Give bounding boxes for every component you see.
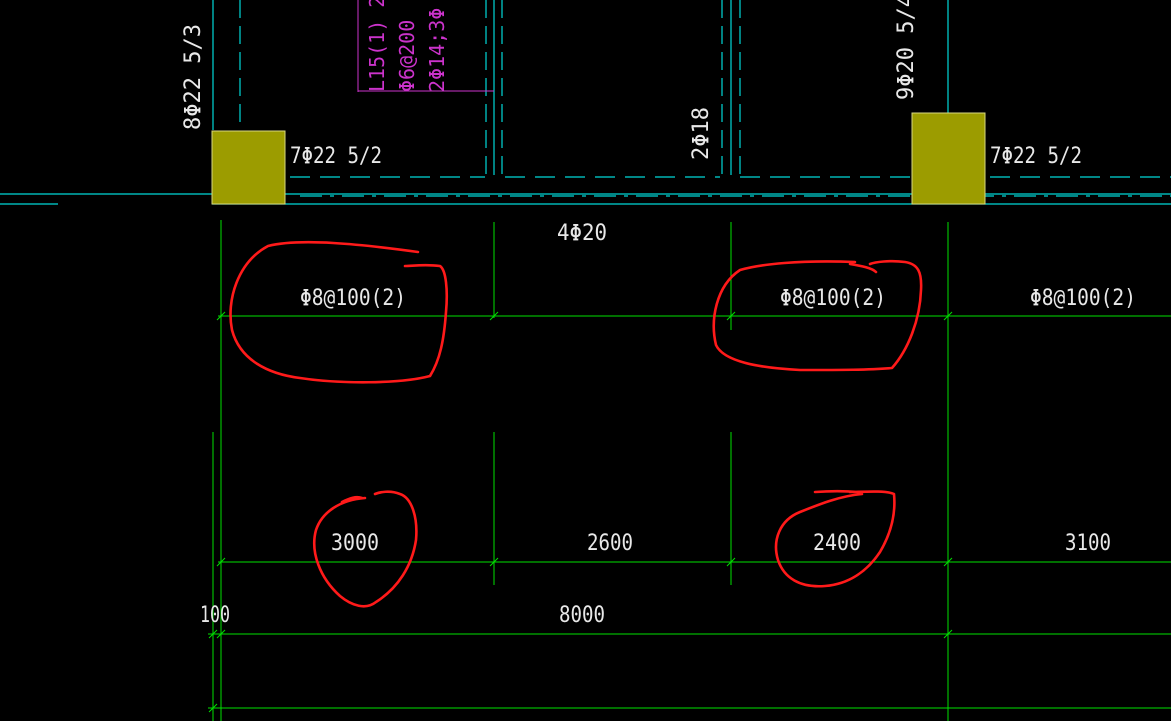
dim-span-2: 2600 — [587, 531, 633, 556]
dim-tick — [208, 629, 218, 639]
label-stirrup-3: Φ8@100(2) — [1030, 286, 1136, 311]
dim-span-3: 2400 — [813, 531, 861, 556]
label-bottom-bar: 4Φ20 — [557, 221, 607, 246]
label-top-right-vertical: 9Φ20 5/4 — [894, 0, 919, 100]
beam-outline — [0, 0, 1171, 205]
label-col-right: 7Φ22 5/2 — [990, 144, 1082, 169]
dim-tick — [943, 311, 953, 321]
dim-span-1: 3000 — [331, 531, 379, 556]
markup-circle-span-3000 — [313, 490, 418, 608]
column-right — [911, 112, 986, 205]
dim-tick — [726, 557, 736, 567]
column-left — [211, 130, 286, 205]
dim-tick — [943, 557, 953, 567]
markup-circle-stirrup-left — [229, 240, 449, 384]
label-top-left-vertical: 8Φ22 5/3 — [181, 24, 206, 130]
markup-circle-stirrup-right — [712, 259, 923, 372]
dim-tick — [208, 703, 218, 713]
dim-tick — [216, 311, 226, 321]
label-stirrup-2: Φ8@100(2) — [780, 286, 886, 311]
markup-circle-span-2400 — [774, 489, 896, 588]
dim-tick — [216, 629, 226, 639]
label-col-left: 7Φ22 5/2 — [290, 144, 382, 169]
label-mid-vertical: 2Φ18 — [689, 107, 714, 160]
label-stirrup-1: Φ8@100(2) — [300, 286, 406, 311]
dim-left-offset: 100 — [200, 603, 230, 628]
magenta-callout: L15(1) 20 Φ6@200 2Φ14;3Φ — [365, 0, 449, 92]
magenta-callout-leader — [357, 0, 494, 92]
cad-labels: 8Φ22 5/3 7Φ22 5/2 7Φ22 5/2 9Φ20 5/4 2Φ18… — [181, 0, 1136, 628]
callout-line-1: L15(1) 20 — [365, 0, 389, 92]
callout-line-3: 2Φ14;3Φ — [425, 8, 449, 92]
dim-tick — [943, 629, 953, 639]
dim-tick — [216, 557, 226, 567]
dim-tick — [726, 311, 736, 321]
red-markups — [229, 240, 923, 608]
dim-tick — [489, 311, 499, 321]
dim-tick — [489, 557, 499, 567]
callout-line-2: Φ6@200 — [395, 20, 419, 92]
dim-total: 8000 — [559, 603, 605, 628]
dim-span-4: 3100 — [1065, 531, 1111, 556]
